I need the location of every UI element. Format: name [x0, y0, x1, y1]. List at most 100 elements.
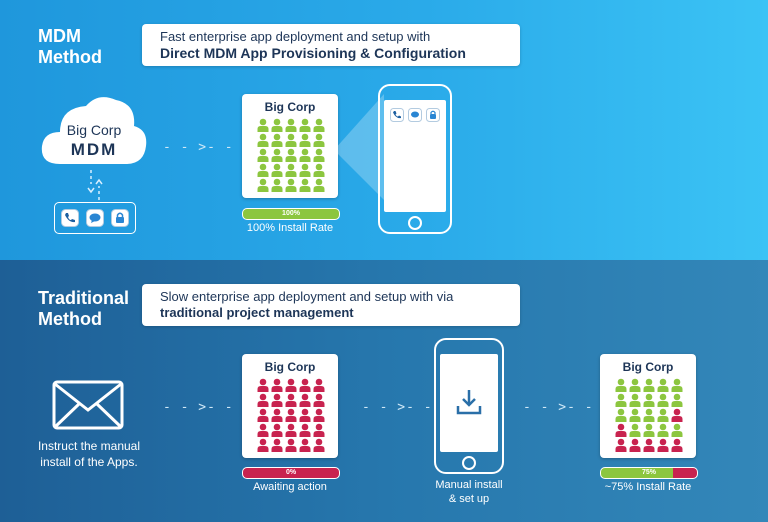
phone-caption-line1: Manual install	[435, 479, 503, 491]
result-caption: ~75% Install Rate	[604, 481, 692, 493]
cloud-icon	[41, 97, 147, 164]
person-icon	[257, 378, 269, 392]
person-icon	[313, 163, 325, 177]
sync-arrows-icon	[87, 170, 103, 200]
person-icon	[313, 438, 325, 452]
mdm-title-line1: MDM	[38, 26, 81, 46]
person-icon	[257, 393, 269, 407]
lock-icon	[426, 108, 440, 122]
result-progress-bar: 75%	[600, 467, 698, 479]
person-icon	[643, 393, 655, 407]
person-icon	[657, 378, 669, 392]
person-icon	[313, 148, 325, 162]
instruct-line1: Instruct the manual	[37, 439, 141, 453]
mdm-banner-line1: Fast enterprise app deployment and setup…	[160, 29, 431, 44]
person-icon	[299, 163, 311, 177]
envelope-icon	[52, 380, 124, 430]
person-icon	[285, 438, 297, 452]
person-icon	[299, 178, 311, 192]
cloud-label-line2: MDM	[70, 140, 118, 159]
traditional-title-line2: Method	[38, 309, 102, 329]
mdm-progress-bar: 100%	[242, 208, 340, 220]
mdm-banner: Fast enterprise app deployment and setup…	[142, 24, 520, 66]
mdm-company-card: Big Corp	[242, 94, 338, 198]
mdm-progress-fill	[243, 209, 339, 219]
person-icon	[285, 178, 297, 192]
lock-icon	[111, 209, 129, 227]
traditional-banner-line2: traditional project management	[160, 305, 354, 320]
person-icon	[657, 393, 669, 407]
person-icon	[657, 438, 669, 452]
person-icon	[615, 423, 627, 437]
person-icon	[285, 118, 297, 132]
person-icon	[615, 408, 627, 422]
person-icon	[271, 148, 283, 162]
result-progress-label: 75%	[641, 469, 656, 476]
person-icon	[271, 423, 283, 437]
person-icon	[299, 133, 311, 147]
person-icon	[285, 393, 297, 407]
traditional-phone-home-button	[462, 456, 476, 470]
mdm-phone-screen	[384, 100, 446, 212]
app-tray	[54, 202, 136, 234]
person-icon	[671, 393, 683, 407]
mdm-progress-label: 100%	[282, 210, 300, 217]
person-icon	[671, 438, 683, 452]
person-icon	[257, 148, 269, 162]
pending-progress-label: 0%	[285, 469, 297, 476]
mdm-banner-line2: Direct MDM App Provisioning & Configurat…	[160, 45, 466, 61]
arrow-envelope-to-card: - - >- -	[163, 400, 234, 415]
person-icon	[271, 378, 283, 392]
mdm-phone-home-button	[408, 216, 422, 230]
download-icon	[456, 390, 482, 415]
person-icon	[285, 408, 297, 422]
person-icon	[257, 438, 269, 452]
chat-icon	[86, 209, 104, 227]
chat-icon	[408, 108, 422, 122]
projection-beam	[334, 94, 384, 200]
traditional-company-card-pending: Big Corp	[242, 354, 338, 458]
user-grid-pending	[257, 378, 325, 452]
person-icon	[629, 423, 641, 437]
person-icon	[313, 178, 325, 192]
person-icon	[257, 133, 269, 147]
person-icon	[285, 133, 297, 147]
arrow-card-to-phone: - - >- -	[362, 400, 433, 415]
traditional-phone-screen	[440, 354, 498, 452]
person-icon	[313, 423, 325, 437]
traditional-section: Traditional Method Slow enterprise app d…	[0, 260, 768, 522]
person-icon	[299, 118, 311, 132]
person-icon	[271, 178, 283, 192]
person-icon	[257, 118, 269, 132]
mdm-section: MDM Method Fast enterprise app deploymen…	[0, 0, 768, 260]
person-icon	[313, 118, 325, 132]
traditional-title-line1: Traditional	[38, 288, 130, 308]
phone-caption-line2: & set up	[448, 493, 490, 505]
person-icon	[285, 423, 297, 437]
mdm-phone	[378, 84, 452, 234]
person-icon	[271, 118, 283, 132]
mdm-caption: 100% Install Rate	[246, 222, 334, 234]
pending-card-title: Big Corp	[264, 360, 316, 374]
person-icon	[629, 393, 641, 407]
person-icon	[271, 163, 283, 177]
traditional-banner-line1: Slow enterprise app deployment and setup…	[160, 289, 454, 304]
person-icon	[313, 133, 325, 147]
person-icon	[643, 378, 655, 392]
person-icon	[271, 393, 283, 407]
person-icon	[671, 423, 683, 437]
person-icon	[671, 378, 683, 392]
person-icon	[257, 163, 269, 177]
person-icon	[285, 378, 297, 392]
traditional-phone	[434, 338, 504, 474]
phone-icon	[390, 108, 404, 122]
person-icon	[643, 408, 655, 422]
result-card-title: Big Corp	[622, 360, 674, 374]
instruct-caption: Instruct the manual install of the Apps.	[22, 438, 156, 470]
cloud-label-line1: Big Corp	[66, 122, 122, 138]
person-icon	[615, 393, 627, 407]
pending-progress-bar: 0%	[242, 467, 340, 479]
pending-caption: Awaiting action	[253, 481, 327, 493]
mdm-card-title: Big Corp	[264, 100, 316, 114]
person-icon	[643, 438, 655, 452]
